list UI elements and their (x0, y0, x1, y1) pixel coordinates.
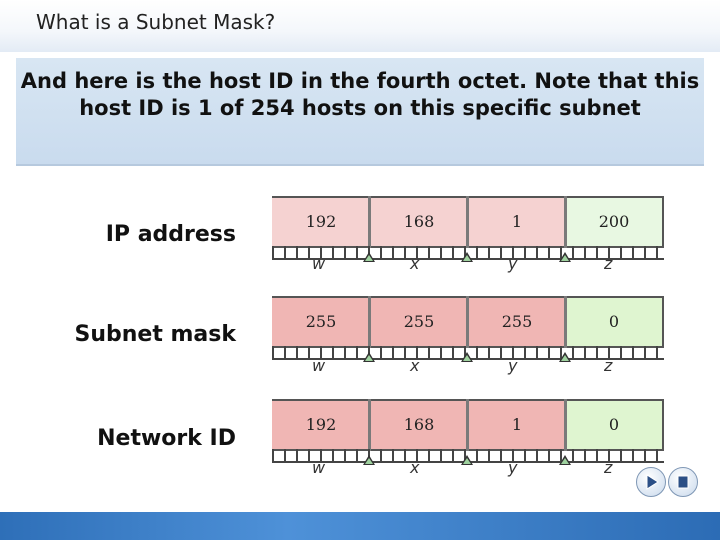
octet-value: 168 (403, 415, 435, 434)
host-octet-cell: 0 (566, 296, 664, 348)
octet-marker-icon (559, 252, 571, 262)
octet-value: 1 (511, 212, 523, 231)
octet-letter: x (410, 356, 420, 375)
slide-header (0, 0, 720, 52)
octet-cell: 255 (370, 296, 468, 348)
octet-value: 192 (305, 212, 337, 231)
octet-cell: 1 (468, 399, 566, 451)
octet-separator (564, 296, 567, 348)
octet-cell: 192 (272, 399, 370, 451)
slide-footer (0, 512, 720, 540)
octet-separator (466, 196, 469, 248)
octet-value: 200 (598, 212, 630, 231)
octet-value: 255 (305, 312, 337, 331)
octet-separator (368, 399, 371, 451)
octet-letter: y (508, 356, 518, 375)
octet-row-subnet-mask: 255 255 255 0 (272, 296, 664, 348)
octet-separator (466, 399, 469, 451)
octet-row-ip-address: 192 168 1 200 (272, 196, 664, 248)
octet-value: 0 (608, 415, 620, 434)
stop-button[interactable] (668, 467, 698, 497)
octet-separator (564, 399, 567, 451)
octet-letter: x (410, 254, 420, 273)
octet-letter: w (312, 356, 326, 375)
octet-cell: 168 (370, 196, 468, 248)
octet-cell: 192 (272, 196, 370, 248)
octet-marker-icon (461, 352, 473, 362)
octet-separator (564, 196, 567, 248)
octet-marker-icon (559, 455, 571, 465)
row-label-ip-address: IP address (105, 222, 236, 247)
octet-value: 168 (403, 212, 435, 231)
octet-letter: z (604, 458, 613, 477)
octet-cell: 255 (272, 296, 370, 348)
octet-row-network-id: 192 168 1 0 (272, 399, 664, 451)
octet-letter: w (312, 458, 326, 477)
octet-value: 255 (501, 312, 533, 331)
slide-navigation (634, 467, 700, 497)
host-octet-cell: 200 (566, 196, 664, 248)
callout-text: And here is the host ID in the fourth oc… (20, 69, 700, 120)
play-icon (646, 474, 659, 490)
octet-separator (466, 296, 469, 348)
slide-title: What is a Subnet Mask? (36, 10, 276, 34)
octet-letter: y (508, 254, 518, 273)
octet-marker-icon (363, 455, 375, 465)
octet-separator (368, 296, 371, 348)
octet-value: 255 (403, 312, 435, 331)
octet-marker-icon (461, 252, 473, 262)
host-octet-cell: 0 (566, 399, 664, 451)
octet-cell: 255 (468, 296, 566, 348)
octet-letter: y (508, 458, 518, 477)
octet-separator (368, 196, 371, 248)
octet-letter: z (604, 254, 613, 273)
octet-cell: 1 (468, 196, 566, 248)
octet-value: 1 (511, 415, 523, 434)
octet-letter: z (604, 356, 613, 375)
octet-marker-icon (559, 352, 571, 362)
octet-marker-icon (461, 455, 473, 465)
row-label-subnet-mask: Subnet mask (74, 322, 236, 347)
play-button[interactable] (636, 467, 666, 497)
octet-value: 0 (608, 312, 620, 331)
octet-cell: 168 (370, 399, 468, 451)
octet-letter: w (312, 254, 326, 273)
callout-banner (16, 58, 704, 166)
octet-letter: x (410, 458, 420, 477)
octet-marker-icon (363, 352, 375, 362)
octet-marker-icon (363, 252, 375, 262)
octet-value: 192 (305, 415, 337, 434)
stop-icon (677, 475, 689, 489)
row-label-network-id: Network ID (97, 426, 236, 451)
